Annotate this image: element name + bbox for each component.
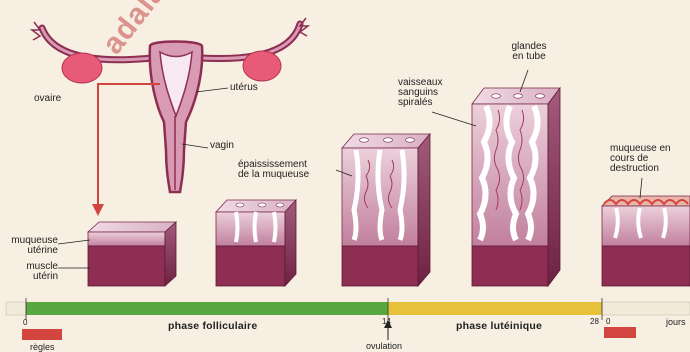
menses-marker-1 <box>22 329 62 340</box>
tick-0: 0 <box>23 318 27 327</box>
block-destruction <box>602 196 690 286</box>
phase-folliculaire-label: phase folliculaire <box>168 320 257 332</box>
tick-14: 14 <box>382 317 391 326</box>
jours-label: jours <box>666 317 686 327</box>
regles-label: règles <box>30 342 55 352</box>
phase-luteinique-label: phase lutéinique <box>456 320 542 332</box>
block-thickening <box>342 134 430 286</box>
tick-28: 28 <box>590 317 599 326</box>
follicular-bar <box>26 302 388 315</box>
label-vagin: vagin <box>210 141 234 151</box>
label-ovaire: ovaire <box>34 94 61 104</box>
block-secretory <box>472 88 560 286</box>
ovulation-label: ovulation <box>366 341 402 351</box>
menses-marker-2 <box>604 327 636 338</box>
luteal-bar <box>388 302 602 315</box>
uterus-anatomy <box>32 18 308 216</box>
label-uterus: utérus <box>230 83 258 93</box>
block-early-proliferative <box>216 200 296 286</box>
tick-0-next: 0 <box>606 317 610 326</box>
block-menstrual <box>88 222 176 286</box>
